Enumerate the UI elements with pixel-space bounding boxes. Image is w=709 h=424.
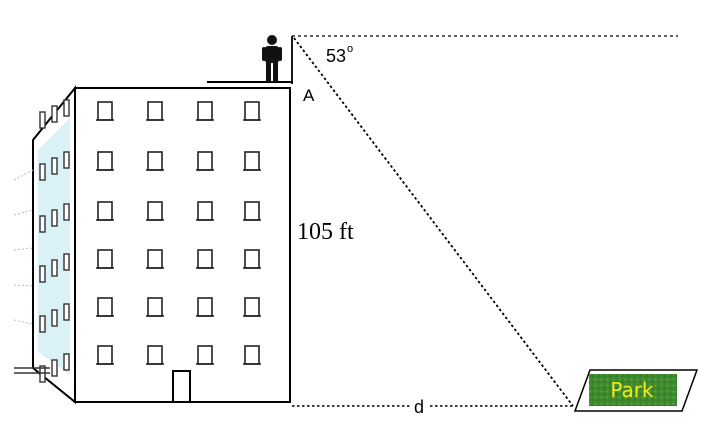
window <box>244 345 260 365</box>
window <box>147 151 163 171</box>
window <box>197 249 213 269</box>
side-window <box>39 265 46 283</box>
side-window <box>39 111 46 129</box>
window <box>97 151 113 171</box>
window <box>197 345 213 365</box>
window <box>147 249 163 269</box>
window <box>97 249 113 269</box>
angle-degree-mark: o <box>347 43 353 55</box>
window <box>97 345 113 365</box>
window <box>147 101 163 121</box>
side-window <box>63 253 70 271</box>
building-side-face <box>13 85 76 405</box>
person-icon <box>262 35 282 82</box>
side-window <box>39 365 46 383</box>
side-window <box>63 99 70 117</box>
park-label: Park <box>610 378 654 402</box>
window <box>147 297 163 317</box>
height-label: 105 ft <box>297 219 354 245</box>
side-window <box>39 315 46 333</box>
window <box>244 201 260 221</box>
side-window <box>63 151 70 169</box>
park: Park <box>573 369 699 412</box>
window <box>244 297 260 317</box>
side-window <box>51 359 58 377</box>
side-window <box>51 309 58 327</box>
window <box>244 101 260 121</box>
window <box>197 201 213 221</box>
window <box>197 297 213 317</box>
building-door <box>172 370 191 403</box>
window <box>147 201 163 221</box>
window <box>97 201 113 221</box>
side-window <box>51 209 58 227</box>
window <box>197 151 213 171</box>
window <box>197 101 213 121</box>
side-window <box>51 259 58 277</box>
side-window <box>39 163 46 181</box>
side-window <box>63 303 70 321</box>
side-window <box>51 157 58 175</box>
side-window <box>39 215 46 233</box>
window <box>147 345 163 365</box>
window <box>244 151 260 171</box>
angle-label: 53 <box>326 46 346 66</box>
side-window <box>63 203 70 221</box>
distance-label: d <box>414 397 424 417</box>
side-window <box>51 105 58 123</box>
window <box>97 101 113 121</box>
line-of-sight <box>293 37 574 407</box>
side-window <box>63 353 70 371</box>
point-a-label: A <box>303 86 315 105</box>
window <box>244 249 260 269</box>
building-front-face <box>74 87 291 403</box>
window <box>97 297 113 317</box>
